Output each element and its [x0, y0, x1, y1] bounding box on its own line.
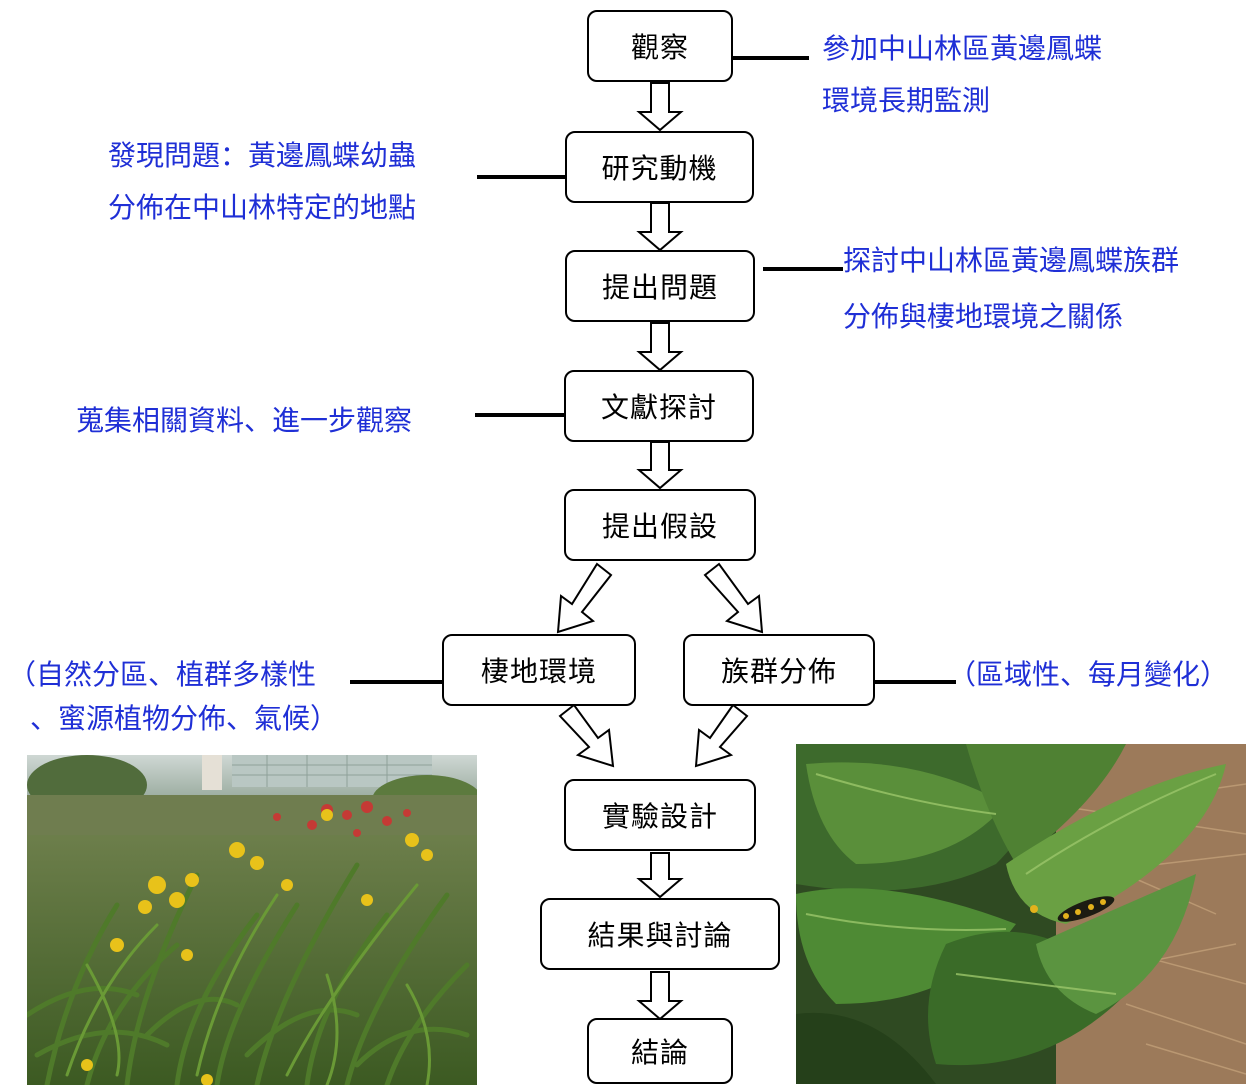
- node-habitat: 棲地環境: [442, 634, 636, 706]
- connector-literature-note: [475, 413, 564, 417]
- note-observe-line2: 環境長期監測: [822, 84, 991, 117]
- node-literature: 文獻探討: [564, 370, 754, 442]
- arrow-observe-to-motivation: [636, 82, 684, 132]
- connector-population-note: [875, 680, 956, 684]
- note-literature: 蒐集相關資料、進一步觀察: [76, 404, 413, 437]
- node-motivation: 研究動機: [565, 131, 754, 203]
- arrow-habitat-to-design: [558, 703, 615, 768]
- node-population: 族群分佈: [683, 634, 875, 706]
- connector-motivation-note: [477, 175, 565, 179]
- larva-on-leaf-photo: [796, 744, 1246, 1084]
- arrow-hypothesis-to-habitat: [556, 562, 613, 634]
- node-observe: 觀察: [587, 10, 733, 82]
- note-question-line1: 探討中山林區黃邊鳳蝶族群: [843, 244, 1180, 277]
- arrow-design-to-results: [636, 852, 684, 899]
- note-motivation-line1: 發現問題：黃邊鳳蝶幼蟲: [108, 139, 417, 172]
- arrow-population-to-design: [694, 703, 749, 768]
- note-motivation-line2: 分佈在中山林特定的地點: [108, 191, 417, 224]
- connector-habitat-note: [350, 680, 442, 684]
- garden-habitat-photo: [27, 755, 477, 1085]
- node-design: 實驗設計: [564, 779, 756, 851]
- node-results: 結果與討論: [540, 898, 780, 970]
- node-hypothesis: 提出假設: [564, 489, 756, 561]
- node-question: 提出問題: [565, 250, 755, 322]
- arrow-motivation-to-question: [636, 202, 684, 252]
- arrow-hypothesis-to-population: [703, 562, 764, 634]
- node-conclusion: 結論: [587, 1018, 733, 1084]
- note-population: （區域性、每月變化）: [948, 658, 1229, 691]
- connector-question-note: [763, 267, 843, 271]
- arrow-question-to-literature: [636, 322, 684, 372]
- note-question-line2: 分佈與棲地環境之關係: [843, 300, 1124, 333]
- note-observe-line1: 參加中山林區黃邊鳳蝶: [822, 32, 1103, 65]
- note-habitat-line2: 、蜜源植物分佈、氣候）: [30, 702, 339, 735]
- arrow-literature-to-hypothesis: [636, 441, 684, 490]
- note-habitat-line1: （自然分區、植群多樣性: [8, 658, 317, 691]
- connector-observe-note: [733, 56, 809, 60]
- arrow-results-to-conclusion: [636, 971, 684, 1021]
